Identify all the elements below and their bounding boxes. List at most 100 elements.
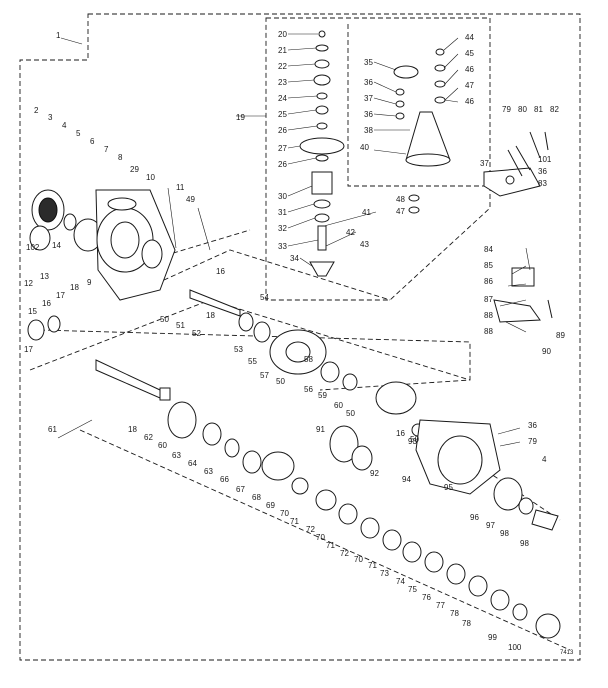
label-36-a: 36 — [364, 78, 373, 87]
label-52: 52 — [192, 329, 201, 338]
outer-dashed-border — [19, 13, 581, 661]
label-37-b: 37 — [480, 159, 489, 168]
label-102: 101 — [538, 155, 552, 164]
label-58: 58 — [304, 355, 313, 364]
label-47-a: 47 — [465, 81, 474, 90]
label-27: 27 — [278, 144, 287, 153]
label-89: 89 — [556, 331, 565, 340]
label-62: 62 — [144, 433, 153, 442]
label-13: 13 — [40, 272, 49, 281]
label-44: 44 — [465, 33, 474, 42]
label-88-b: 88 — [484, 327, 493, 336]
label-82: 82 — [550, 105, 559, 114]
label-55: 55 — [248, 357, 257, 366]
lower-gear-stack — [167, 401, 561, 639]
label-14: 14 — [52, 241, 61, 250]
label-99: 98 — [520, 539, 529, 548]
label-67: 67 — [236, 485, 245, 494]
label-19: 19 — [236, 113, 245, 122]
label-6: 6 — [90, 137, 95, 146]
label-41: 41 — [362, 208, 371, 217]
label-1: 1 — [56, 31, 61, 40]
label-38: 38 — [364, 126, 373, 135]
label-70-b: 70 — [316, 533, 325, 542]
label-71-c: 71 — [368, 561, 377, 570]
label-83: 83 — [538, 179, 547, 188]
label-4: 4 — [62, 121, 67, 130]
label-3: 3 — [48, 113, 53, 122]
label-48: 48 — [396, 195, 405, 204]
label-30: 30 — [278, 192, 287, 201]
label-60-b: 60 — [158, 441, 167, 450]
label-80: 80 — [518, 105, 527, 114]
label-73: 73 — [380, 569, 389, 578]
label-10: 10 — [146, 173, 155, 182]
label-2: 2 — [34, 106, 39, 115]
label-60-a: 60 — [334, 401, 343, 410]
label-78-b: 78 — [462, 619, 471, 628]
label-7: 7 — [104, 145, 109, 154]
label-94: 94 — [402, 475, 411, 484]
label-8: 8 — [118, 153, 123, 162]
label-18-c: 18 — [128, 425, 137, 434]
label-16-c: 16 — [396, 429, 405, 438]
label-43: 43 — [360, 240, 369, 249]
label-100: 99 — [488, 633, 497, 642]
label-87: 87 — [484, 295, 493, 304]
label-97: 97 — [486, 521, 495, 530]
label-68: 68 — [252, 493, 261, 502]
label-36-c: 36 — [538, 167, 547, 176]
label-20: 20 — [278, 30, 287, 39]
label-9: 9 — [87, 278, 92, 287]
upper-shaft-stack — [299, 30, 345, 277]
label-59: 59 — [318, 391, 327, 400]
label-50-c: 50 — [346, 409, 355, 418]
label-79-b: 79 — [528, 437, 537, 446]
label-54: 54 — [260, 293, 269, 302]
label-32: 32 — [278, 224, 287, 233]
label-95: 95 — [444, 483, 453, 492]
label-92: 92 — [370, 469, 379, 478]
label-26-a: 26 — [278, 126, 287, 135]
label-4-b: 4 — [542, 455, 547, 464]
label-66: 66 — [220, 475, 229, 484]
shift-lever-assembly — [483, 131, 549, 197]
label-46-a: 46 — [465, 65, 474, 74]
label-69: 69 — [266, 501, 275, 510]
label-90: 90 — [542, 347, 551, 356]
label-70-c: 70 — [354, 555, 363, 564]
label-85: 85 — [484, 261, 493, 270]
label-70-a: 70 — [280, 509, 289, 518]
label-75: 75 — [408, 585, 417, 594]
label-74: 74 — [396, 577, 405, 586]
label-101: 100 — [508, 643, 522, 652]
label-12: 12 — [24, 279, 33, 288]
label-17-a: 17 — [56, 291, 65, 300]
label-36-b: 36 — [364, 110, 373, 119]
label-56: 56 — [304, 385, 313, 394]
label-51: 51 — [176, 321, 185, 330]
label-35: 35 — [364, 58, 373, 67]
label-71-a: 71 — [290, 517, 299, 526]
label-37-a: 37 — [364, 94, 373, 103]
main-shaft-assembly — [27, 289, 417, 415]
label-21: 21 — [278, 46, 287, 55]
label-50-a: 50 — [160, 315, 169, 324]
label-76: 76 — [422, 593, 431, 602]
label-78-a: 78 — [450, 609, 459, 618]
label-23: 23 — [278, 78, 287, 87]
right-bell-housing — [393, 48, 451, 214]
label-16: 16 — [42, 299, 51, 308]
label-5: 5 — [76, 129, 81, 138]
label-46-b: 46 — [465, 97, 474, 106]
label-64: 64 — [188, 459, 197, 468]
label-71-b: 71 — [326, 541, 335, 550]
right-lower-housing — [329, 419, 559, 531]
label-22: 22 — [278, 62, 287, 71]
label-49: 49 — [186, 195, 195, 204]
leader-lines — [57, 33, 531, 447]
label-98: 98 — [500, 529, 509, 538]
label-11: 11 — [176, 183, 185, 192]
label-26-b: 26 — [278, 160, 287, 169]
